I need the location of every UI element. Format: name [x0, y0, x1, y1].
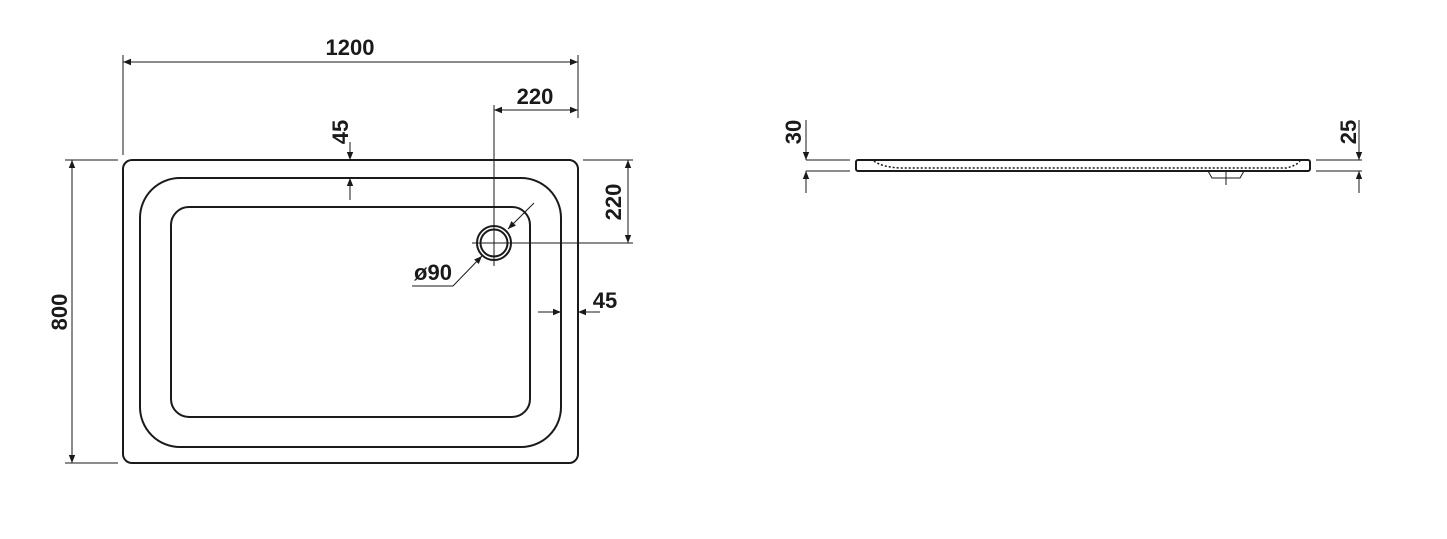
- tray-profile: [855, 159, 1311, 172]
- dimension-label: 45: [328, 120, 353, 144]
- dimension-label: ø90: [414, 260, 452, 285]
- dimension-label: 45: [593, 288, 617, 313]
- dimension-drain-diameter: ø90: [412, 202, 535, 287]
- dimension-rim-width-top: 45: [328, 120, 354, 200]
- dimension-overall-depth: 800: [47, 159, 118, 464]
- dimension-label: 25: [1336, 120, 1361, 144]
- dimension-label: 30: [781, 120, 806, 144]
- tray-floor: [170, 206, 531, 418]
- top-view: 1200 220 45 220 800: [47, 35, 633, 464]
- dimension-drain-offset-y: 220: [512, 159, 633, 244]
- dimension-height-right: 25: [1316, 120, 1363, 193]
- tray-rim-inner-edge: [139, 177, 562, 448]
- dimension-label: 220: [517, 84, 554, 109]
- dimension-label: 1200: [326, 35, 375, 60]
- dimension-overall-width: 1200: [122, 35, 579, 155]
- dimension-label: 800: [47, 294, 72, 331]
- dimension-label: 220: [601, 184, 626, 221]
- side-view: 30 25: [781, 120, 1363, 193]
- dimension-drain-offset-x: 220: [493, 84, 578, 228]
- dimension-height-left: 30: [781, 120, 850, 193]
- dimension-rim-width-side: 45: [538, 288, 617, 316]
- drain-outlet: [1207, 170, 1245, 185]
